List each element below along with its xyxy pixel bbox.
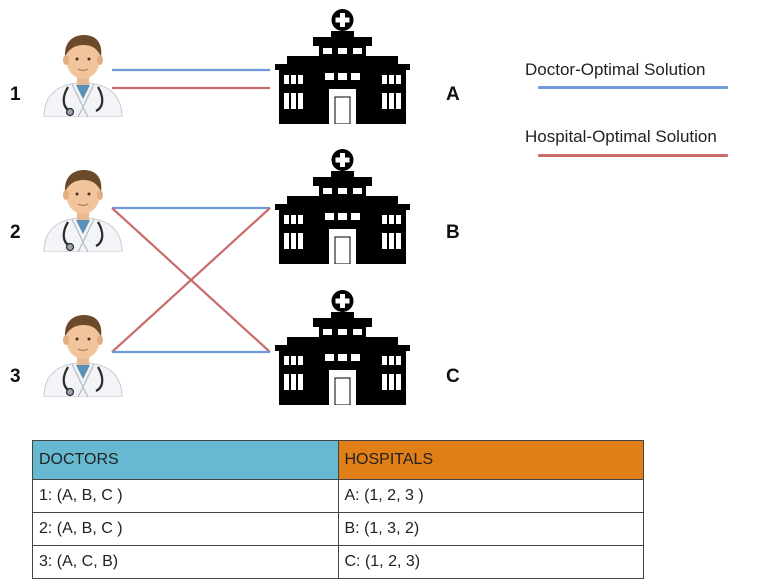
table-header-row: DOCTORS HOSPITALS (32, 440, 644, 480)
hospital-b-icon (275, 149, 410, 264)
doctor-preference-cell: 2: (A, B, C ) (32, 512, 339, 546)
doctor-3-icon (42, 313, 124, 397)
matching-diagram: 1 2 3 A B C Doctor-Optimal Solution Hosp… (10, 9, 728, 405)
preferences-table: DOCTORS HOSPITALS 1: (A, B, C ) A: (1, 2… (32, 440, 644, 579)
legend-hospital-optimal-label: Hospital-Optimal Solution (525, 127, 717, 146)
legend-doctor-optimal-label: Doctor-Optimal Solution (525, 60, 706, 79)
doctor-2-label: 2 (10, 222, 21, 243)
table-row: 1: (A, B, C ) A: (1, 2, 3 ) (32, 479, 644, 513)
hospital-b-label: B (446, 222, 460, 243)
doctor-1-label: 1 (10, 84, 21, 105)
table-row: 3: (A, C, B) C: (1, 2, 3) (32, 545, 644, 579)
hospital-preference-cell: A: (1, 2, 3 ) (337, 479, 644, 513)
hospital-a-icon (275, 9, 410, 124)
doctor-2-icon (42, 168, 124, 252)
hospital-c-label: C (446, 366, 460, 387)
doctor-preference-cell: 3: (A, C, B) (32, 545, 339, 579)
hospital-preference-cell: C: (1, 2, 3) (337, 545, 644, 579)
hospital-preference-cell: B: (1, 3, 2) (337, 512, 644, 546)
legend-doctor-optimal-swatch (538, 86, 728, 89)
table-row: 2: (A, B, C ) B: (1, 3, 2) (32, 512, 644, 546)
doctor-3-label: 3 (10, 366, 21, 387)
hospital-c-icon (275, 290, 410, 405)
doctor-1-icon (42, 33, 124, 117)
hospitals-header: HOSPITALS (337, 440, 644, 480)
hospital-a-label: A (446, 84, 460, 105)
doctors-header: DOCTORS (32, 440, 339, 480)
legend-hospital-optimal-swatch (538, 154, 728, 157)
hospital-optimal-line-3B (111, 207, 271, 353)
connection-lines (111, 68, 271, 354)
doctor-preference-cell: 1: (A, B, C ) (32, 479, 339, 513)
